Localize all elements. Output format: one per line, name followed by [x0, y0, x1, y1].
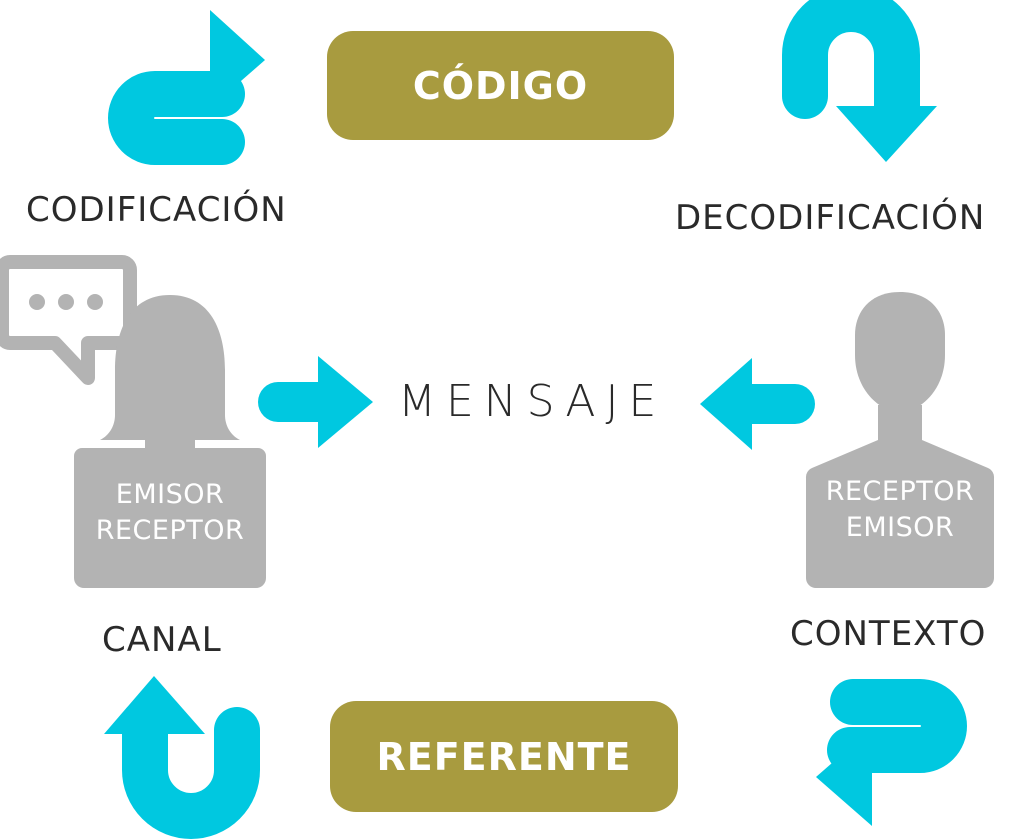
code-box: CÓDIGO [327, 31, 674, 140]
channel-label: CANAL [102, 620, 222, 660]
referent-box: REFERENTE [330, 701, 678, 812]
right-person-line2: EMISOR [845, 512, 955, 543]
code-box-label: CÓDIGO [412, 63, 589, 108]
message-label: MENSAJE [398, 376, 667, 427]
context-label: CONTEXTO [790, 614, 987, 654]
referent-box-label: REFERENTE [376, 734, 632, 779]
right-person-line1: RECEPTOR [825, 476, 975, 507]
left-person-label: EMISOR RECEPTOR [74, 477, 266, 549]
encoding-label: CODIFICACIÓN [26, 190, 287, 230]
right-person-label: RECEPTOR EMISOR [806, 474, 994, 546]
left-person-line2: RECEPTOR [95, 515, 245, 546]
decoding-label: DECODIFICACIÓN [675, 198, 986, 238]
left-person-line1: EMISOR [115, 479, 225, 510]
